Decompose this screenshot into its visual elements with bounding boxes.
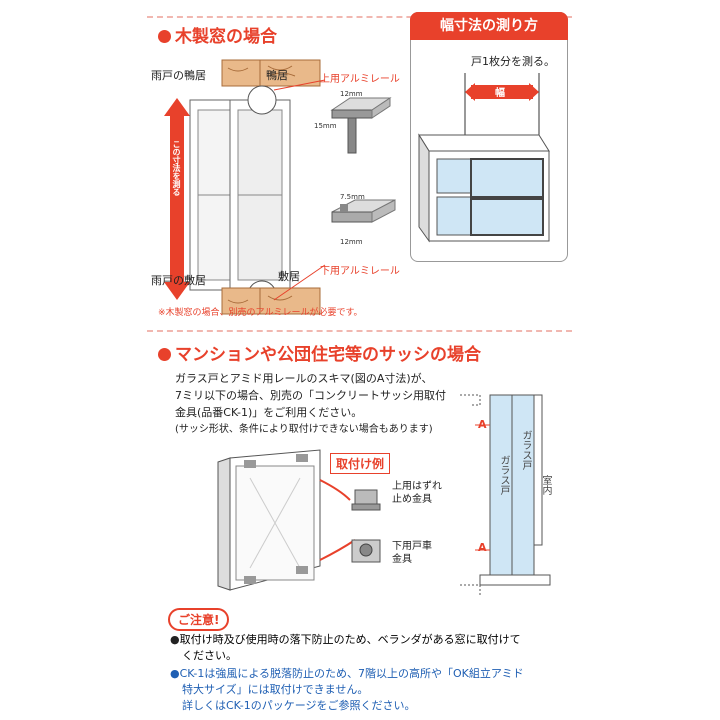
example-label: 取付け例 [330, 453, 391, 474]
wood-window-diagram [164, 59, 405, 315]
measure-box-title: 幅寸法の測り方 [410, 12, 568, 40]
label-sill: 敷居 [278, 270, 300, 283]
glass-door-label-2: ガラス戸 [520, 430, 531, 470]
sash-instructions: ガラス戸とアミド用レールのスキマ(図のA寸法)が、 7ミリ以下の場合、別売の「コ… [175, 370, 446, 438]
section-heading-wood: 木製窓の場合 [158, 22, 277, 47]
width-measure-box: 幅寸法の測り方 戸1枚分を測る。 幅 [410, 12, 568, 262]
bottom-wood-beam-right [259, 287, 321, 315]
caution-item-1: ●取付け時及び使用時の落下防止のため、ベランダがある窓に取付けて ください。 [170, 633, 521, 662]
part-upper-label: 上用はずれ止め金具 [392, 481, 442, 505]
indoor-label: 室内 [540, 475, 551, 495]
measure-arrow [170, 112, 184, 288]
fitting-parts-illustration [319, 479, 381, 563]
measure-box-caption: 戸1枚分を測る。 [471, 55, 555, 68]
measure-arrow-width-label: 幅 [495, 88, 505, 99]
label-lower-rail: 下用アルミレール [320, 266, 400, 277]
instruction-line: (サッシ形状、条件により取付けできない場合もあります) [175, 424, 433, 435]
bullet-icon [158, 30, 171, 43]
label-rain-door-lintel: 雨戸の鴨居 [151, 69, 206, 82]
label-lintel: 鴨居 [266, 69, 288, 82]
dim-lower-width: 7.5mm [340, 193, 365, 201]
section-divider [147, 16, 572, 18]
bullet-icon [158, 348, 171, 361]
section-heading-sash: マンションや公団住宅等のサッシの場合 [158, 340, 481, 365]
glass-door-label-1: ガラス戸 [498, 455, 509, 495]
instruction-line: 金具(品番CK-1)」をご利用ください。 [175, 406, 363, 419]
caution-item-2: ●CK-1は強風による脱落防止のため、7階以上の高所や「OK組立アミド 特大サイ… [170, 667, 524, 712]
dimension-a-top: A [478, 418, 487, 431]
part-lower-label: 下用戸車金具 [392, 541, 432, 565]
label-rain-door-sill: 雨戸の敷居 [151, 274, 206, 287]
dim-upper-height: 15mm [314, 122, 337, 130]
top-wood-beam-right [259, 59, 321, 87]
dim-upper-width: 12mm [340, 90, 363, 98]
label-upper-rail: 上用アルミレール [320, 74, 400, 85]
wood-window-note: ※木製窓の場合、別売のアルミレールが必要です。 [158, 308, 363, 318]
instruction-line: ガラス戸とアミド用レールのスキマ(図のA寸法)が、 [175, 372, 433, 385]
dim-lower-base: 12mm [340, 238, 363, 246]
measure-window-illustration [418, 73, 550, 243]
screen-example-illustration [217, 449, 321, 591]
instruction-line: 7ミリ以下の場合、別売の「コンクリートサッシ用取付 [175, 389, 446, 402]
dimension-a-bottom: A [478, 541, 487, 554]
measure-arrow-label: この寸法を測る [172, 140, 181, 196]
sash-cross-section [460, 394, 551, 595]
section-divider [147, 330, 572, 332]
caution-title: ご注意! [168, 608, 230, 631]
